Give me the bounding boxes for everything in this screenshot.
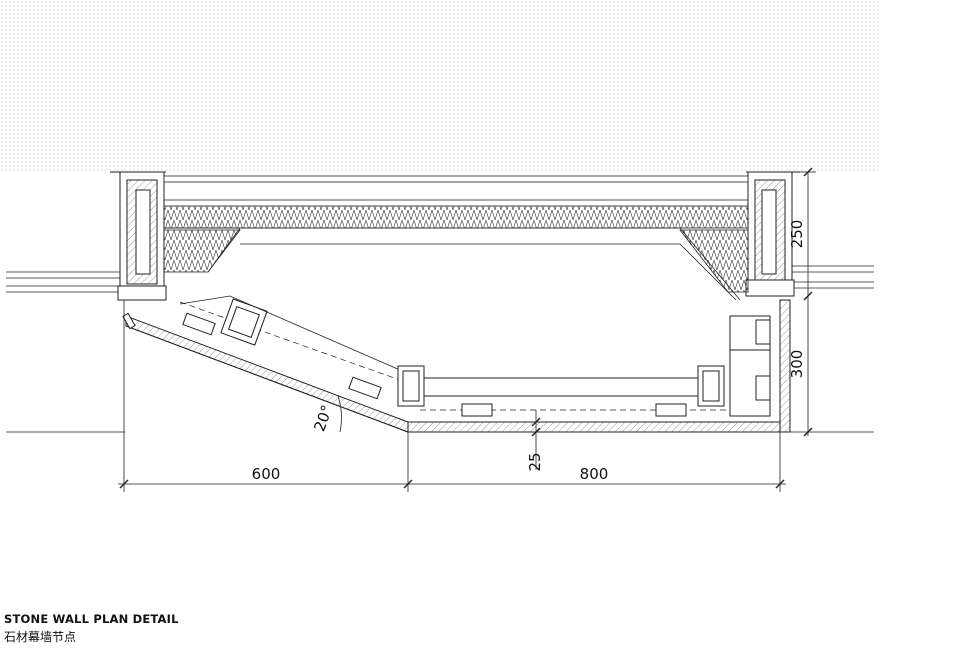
wall-lines	[6, 265, 874, 433]
caption-title-cn: 石材幕墙节点	[4, 630, 77, 644]
insulation-panel	[163, 175, 749, 301]
dim-300: 300	[788, 350, 806, 379]
dim-250: 250	[788, 220, 806, 249]
dim-25: 25	[526, 452, 544, 471]
left-mullion	[110, 171, 167, 301]
dimension-lines	[118, 167, 816, 492]
dim-600: 600	[252, 465, 281, 483]
stone-cladding-straight	[397, 299, 791, 433]
concrete-zone	[0, 0, 878, 172]
dim-800: 800	[580, 465, 609, 483]
caption-title-en: STONE WALL PLAN DETAIL	[4, 612, 179, 626]
stone-cladding-inclined	[122, 295, 409, 433]
dim-angle-20: 20°	[310, 403, 336, 434]
